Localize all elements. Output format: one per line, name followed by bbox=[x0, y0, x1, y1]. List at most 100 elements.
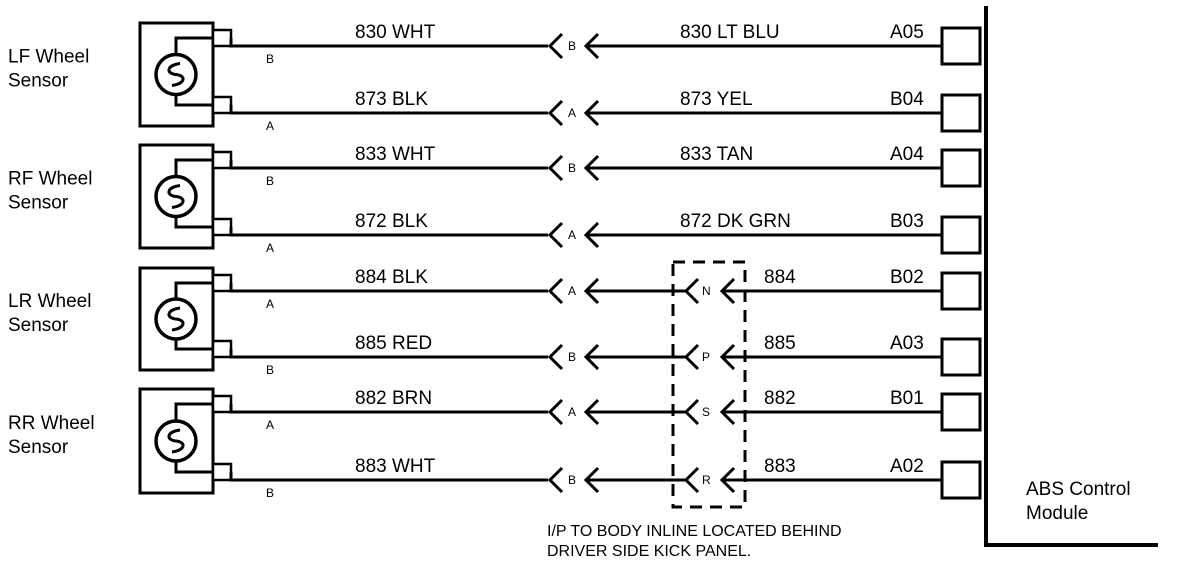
connector-female-icon bbox=[547, 99, 564, 127]
connector-female-icon bbox=[547, 277, 564, 305]
connector-female-icon bbox=[547, 398, 564, 426]
module-pin-label: A05 bbox=[890, 22, 924, 43]
connector-pin-label: B bbox=[568, 473, 576, 487]
sensor-pin-label: B bbox=[266, 52, 274, 66]
sensor-lead bbox=[174, 339, 213, 351]
sensor-terminal bbox=[211, 273, 233, 293]
connector-female-icon bbox=[547, 154, 564, 182]
sensor-terminal bbox=[211, 462, 233, 482]
module-wire-label: 884 bbox=[764, 267, 796, 288]
inline-connector-outline bbox=[671, 260, 747, 509]
sensor-lead bbox=[174, 216, 213, 229]
sensor-side-wire bbox=[229, 227, 548, 237]
sensor-side-wire bbox=[229, 349, 548, 359]
sensor-lead bbox=[174, 36, 213, 55]
sensor-label: Sensor bbox=[8, 437, 69, 458]
module-pin-label: A02 bbox=[890, 456, 924, 477]
sine-wave-icon bbox=[167, 428, 185, 454]
module-wire-label: 885 bbox=[764, 333, 796, 354]
sensor-wire-label: 883 WHT bbox=[355, 456, 436, 477]
connector-pin-label: A bbox=[568, 405, 576, 419]
module-wire-label: 883 bbox=[764, 456, 796, 477]
module-terminal bbox=[940, 215, 982, 255]
module-terminal bbox=[940, 392, 982, 432]
sensor-terminal bbox=[211, 150, 233, 170]
sensor-label: LR Wheel bbox=[8, 291, 91, 312]
connector-pin-label: B bbox=[568, 161, 576, 175]
sensor-lead bbox=[174, 158, 213, 177]
sensor-side-wire bbox=[229, 105, 548, 115]
sensor-housing bbox=[138, 21, 215, 128]
sensor-terminal bbox=[211, 217, 233, 237]
module-pin-label: B04 bbox=[890, 89, 924, 110]
sensor-label: LF Wheel bbox=[8, 47, 89, 68]
sensor-wire-label: 873 BLK bbox=[355, 89, 428, 110]
sensor-wire-label: 830 WHT bbox=[355, 22, 436, 43]
sensor-label: Sensor bbox=[8, 193, 69, 214]
sine-wave-icon bbox=[167, 184, 185, 209]
module-wire-label: 873 YEL bbox=[680, 89, 753, 110]
circuit: A S 882 BRN A 882 B01 bbox=[229, 388, 942, 432]
inline-female-icon bbox=[683, 466, 700, 494]
sensor-wire-label: 882 BRN bbox=[355, 388, 432, 409]
module-pin-label: B02 bbox=[890, 267, 924, 288]
sensor-pin-label: B bbox=[266, 363, 274, 377]
connector-female-icon bbox=[547, 221, 564, 249]
module-wire-label: 872 DK GRN bbox=[680, 211, 791, 232]
sensor-pin-label: A bbox=[266, 297, 274, 311]
module-label-line-1: ABS Control bbox=[1026, 479, 1131, 500]
sensor-terminal bbox=[211, 394, 233, 414]
sensor-side-wire bbox=[229, 38, 548, 48]
module-terminal bbox=[940, 337, 982, 377]
sine-wave-icon bbox=[167, 62, 185, 87]
sensor-pin-label: A bbox=[266, 119, 274, 133]
sensor-terminal bbox=[211, 339, 233, 359]
connector-female-icon bbox=[547, 343, 564, 371]
module-terminal bbox=[940, 93, 982, 133]
sensor-label: RF Wheel bbox=[8, 169, 92, 190]
connector-pin-label: A bbox=[568, 284, 576, 298]
sensor-side-wire bbox=[229, 472, 548, 482]
module-terminal bbox=[940, 148, 982, 188]
sensor-lead bbox=[174, 281, 213, 299]
circuit: A 873 BLK A 873 YEL B04 bbox=[229, 89, 942, 133]
abs-control-module-outline bbox=[984, 6, 1158, 547]
inline-female-icon bbox=[683, 343, 700, 371]
sensor-side-wire bbox=[229, 283, 548, 293]
sensor-wire-label: 885 RED bbox=[355, 333, 432, 354]
inline-pin-label: S bbox=[702, 405, 710, 419]
module-terminal bbox=[940, 271, 982, 311]
sensor-lead bbox=[174, 94, 213, 107]
sensor-lead bbox=[174, 402, 213, 421]
sensor-label: Sensor bbox=[8, 71, 69, 92]
connector-pin-label: B bbox=[568, 350, 576, 364]
module-wire-label: 882 bbox=[764, 388, 796, 409]
inline-pin-label: R bbox=[702, 473, 711, 487]
module-pin-label: A04 bbox=[890, 144, 924, 165]
module-pin-label: A03 bbox=[890, 333, 924, 354]
sine-wave-icon bbox=[167, 306, 185, 332]
inline-pin-label: N bbox=[702, 284, 711, 298]
sensor-lead bbox=[174, 461, 213, 474]
connector-pin-label: A bbox=[568, 106, 576, 120]
sensor-side-wire bbox=[229, 160, 548, 170]
module-wire-label: 833 TAN bbox=[680, 144, 753, 165]
connector-pin-label: B bbox=[568, 39, 576, 53]
connector-pin-label: A bbox=[568, 228, 576, 242]
circuit: B 830 WHT B 830 LT BLU A05 bbox=[229, 22, 942, 66]
sensor-label: Sensor bbox=[8, 315, 69, 336]
module-terminal bbox=[940, 26, 982, 66]
sensor-pin-label: A bbox=[266, 418, 274, 432]
module-wire-label: 830 LT BLU bbox=[680, 22, 780, 43]
sensor-housing bbox=[138, 143, 215, 250]
sensor-label: RR Wheel bbox=[8, 413, 95, 434]
sensor-wire-label: 833 WHT bbox=[355, 144, 436, 165]
sensor-housing bbox=[138, 387, 215, 495]
module-pin-label: B01 bbox=[890, 388, 924, 409]
